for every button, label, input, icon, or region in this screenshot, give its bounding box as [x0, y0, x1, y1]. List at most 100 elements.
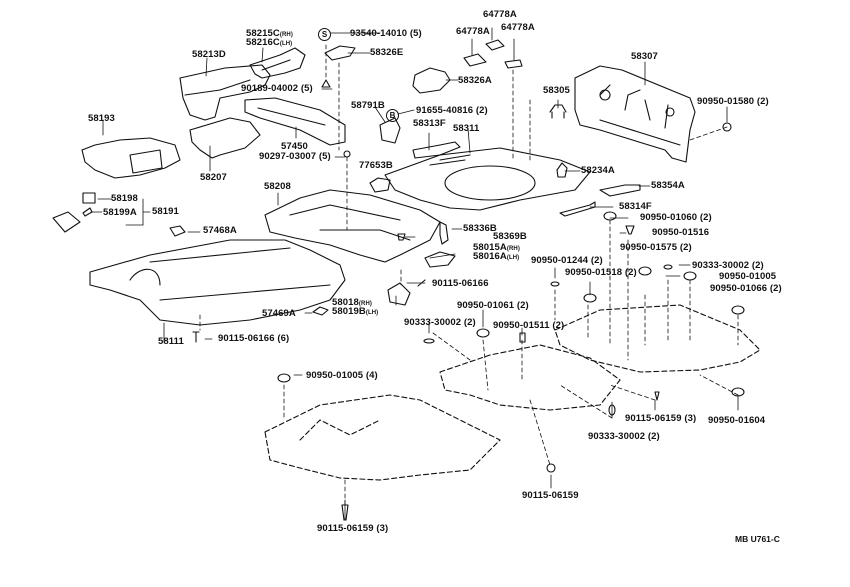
part-58313F-shape — [412, 141, 461, 159]
label-93540-14010[interactable]: 93540-14010 (5) — [350, 28, 422, 39]
label-58369B[interactable]: 58369B — [493, 231, 527, 242]
label-90950-01580[interactable]: 90950-01580 (2) — [697, 96, 769, 107]
part-58193-shape — [81, 137, 181, 179]
label-58111[interactable]: 58111 — [158, 336, 184, 347]
part-number: 58215C — [246, 28, 280, 39]
part-58311-shape — [384, 147, 591, 211]
part-58215C-shape — [249, 47, 306, 79]
label-90189-04002[interactable]: 90189-04002 (5) — [241, 83, 313, 94]
label-58336B[interactable]: 58336B — [463, 223, 497, 234]
part-number: 58018 — [332, 297, 359, 308]
part-58354A-shape — [599, 184, 641, 197]
side-suffix: (LH) — [279, 41, 293, 47]
middle-floor-carpet — [439, 344, 621, 411]
label-90950-01516[interactable]: 90950-01516 — [652, 227, 710, 238]
plug-90950-01580 — [722, 122, 732, 132]
label-57450[interactable]: 57450 — [281, 141, 308, 152]
side-suffix: (RH) — [358, 301, 372, 307]
label-64778A-top[interactable]: 64778A — [483, 9, 517, 20]
diagram-reference-code: MB U761-C — [735, 534, 780, 544]
part-58305-shape — [549, 104, 567, 119]
part-58198-shape — [82, 192, 96, 204]
label-90333-30002-bottom[interactable]: 90333-30002 (2) — [588, 431, 660, 442]
label-64778A-right[interactable]: 64778A — [501, 22, 535, 33]
label-58234A[interactable]: 58234A — [581, 165, 615, 176]
label-64778A-left[interactable]: 64778A — [456, 26, 490, 37]
part-58336B-shape — [439, 221, 449, 245]
label-90950-01061[interactable]: 90950-01061 (2) — [457, 300, 529, 311]
label-58354A[interactable]: 58354A — [651, 180, 685, 191]
part-58199A-shape — [82, 207, 93, 217]
assembly-lines — [199, 44, 739, 506]
part-number: 58016A — [473, 251, 507, 262]
label-58213D[interactable]: 58213D — [192, 49, 226, 60]
label-90950-01005[interactable]: 90950-01005 — [719, 271, 777, 282]
part-58015A-shape — [424, 251, 456, 268]
label-58207[interactable]: 58207 — [200, 172, 227, 183]
label-90950-01511[interactable]: 90950-01511 (2) — [493, 320, 565, 331]
part-number: 58216C — [246, 37, 280, 48]
label-58326A[interactable]: 58326A — [458, 75, 492, 86]
label-90115-06159-3-left[interactable]: 90115-06159 (3) — [317, 523, 389, 534]
part-57468A-shape — [169, 225, 186, 237]
part-number: 58015A — [473, 242, 507, 253]
part-58191-shape — [52, 211, 81, 233]
part-58213D-shape — [179, 64, 271, 121]
label-90115-06159[interactable]: 90115-06159 — [522, 490, 579, 501]
callout-b-icon: B — [386, 109, 399, 122]
label-90950-01518[interactable]: 90950-01518 (2) — [565, 267, 637, 278]
part-64778A-pad-2 — [463, 53, 487, 67]
part-57450-shape — [244, 97, 346, 146]
label-58311[interactable]: 58311 — [453, 123, 480, 134]
label-57468A[interactable]: 57468A — [203, 225, 237, 236]
part-58326A-shape — [412, 67, 451, 94]
label-58019B[interactable]: 58019B(LH) — [332, 307, 378, 318]
part-58234A-shape — [556, 162, 568, 178]
part-number: 58019B — [332, 306, 366, 317]
part-58111-shape — [89, 239, 346, 326]
part-58208-shape — [264, 189, 441, 263]
label-90950-01005-4[interactable]: 90950-01005 (4) — [306, 370, 378, 381]
part-64778A-pad-1 — [485, 39, 505, 51]
label-90333-30002-mid[interactable]: 90333-30002 (2) — [404, 317, 476, 328]
label-58208[interactable]: 58208 — [264, 181, 291, 192]
label-90333-30002-top[interactable]: 90333-30002 (2) — [692, 260, 764, 271]
part-58314F-shape — [559, 201, 596, 217]
label-90115-06166[interactable]: 90115-06166 — [432, 278, 489, 289]
label-58193[interactable]: 58193 — [88, 113, 115, 124]
label-91655-40816[interactable]: 91655-40816 (2) — [416, 105, 488, 116]
front-floor-carpet — [264, 394, 501, 481]
label-58314F[interactable]: 58314F — [619, 201, 652, 212]
label-58191[interactable]: 58191 — [152, 206, 179, 217]
label-90950-01575[interactable]: 90950-01575 (2) — [620, 242, 692, 253]
label-58791B[interactable]: 58791B — [351, 100, 385, 111]
label-58198[interactable]: 58198 — [111, 193, 138, 204]
grommets — [277, 211, 745, 521]
label-58307[interactable]: 58307 — [631, 51, 658, 62]
label-90950-01066[interactable]: 90950-01066 (2) — [710, 283, 782, 294]
part-58326E-shape — [324, 45, 356, 61]
label-90950-01060[interactable]: 90950-01060 (2) — [640, 212, 712, 223]
leader-lines — [90, 27, 739, 521]
label-58199A[interactable]: 58199A — [103, 207, 137, 218]
label-90950-01244[interactable]: 90950-01244 (2) — [531, 255, 603, 266]
label-58016A[interactable]: 58016A(LH) — [473, 252, 519, 263]
label-77653B[interactable]: 77653B — [359, 160, 393, 171]
label-58018[interactable]: 58018(RH) — [332, 298, 372, 309]
label-58215C[interactable]: 58215C(RH) — [246, 29, 293, 40]
bolt-90115-06166-a — [192, 331, 200, 343]
bolt-90115-06166-b — [417, 279, 426, 287]
label-58305[interactable]: 58305 — [543, 85, 570, 96]
label-57469A[interactable]: 57469A — [262, 308, 296, 319]
label-58216C[interactable]: 58216C(LH) — [246, 38, 292, 49]
label-90115-06159-3-right[interactable]: 90115-06159 (3) — [625, 413, 697, 424]
label-90115-06166-6[interactable]: 90115-06166 (6) — [218, 333, 290, 344]
label-58015A[interactable]: 58015A(RH) — [473, 243, 520, 254]
label-58313F[interactable]: 58313F — [413, 118, 446, 129]
label-90950-01604[interactable]: 90950-01604 — [708, 415, 766, 426]
label-90297-03007[interactable]: 90297-03007 (5) — [259, 151, 331, 162]
label-58326E[interactable]: 58326E — [370, 47, 404, 58]
side-suffix: (RH) — [279, 32, 293, 38]
